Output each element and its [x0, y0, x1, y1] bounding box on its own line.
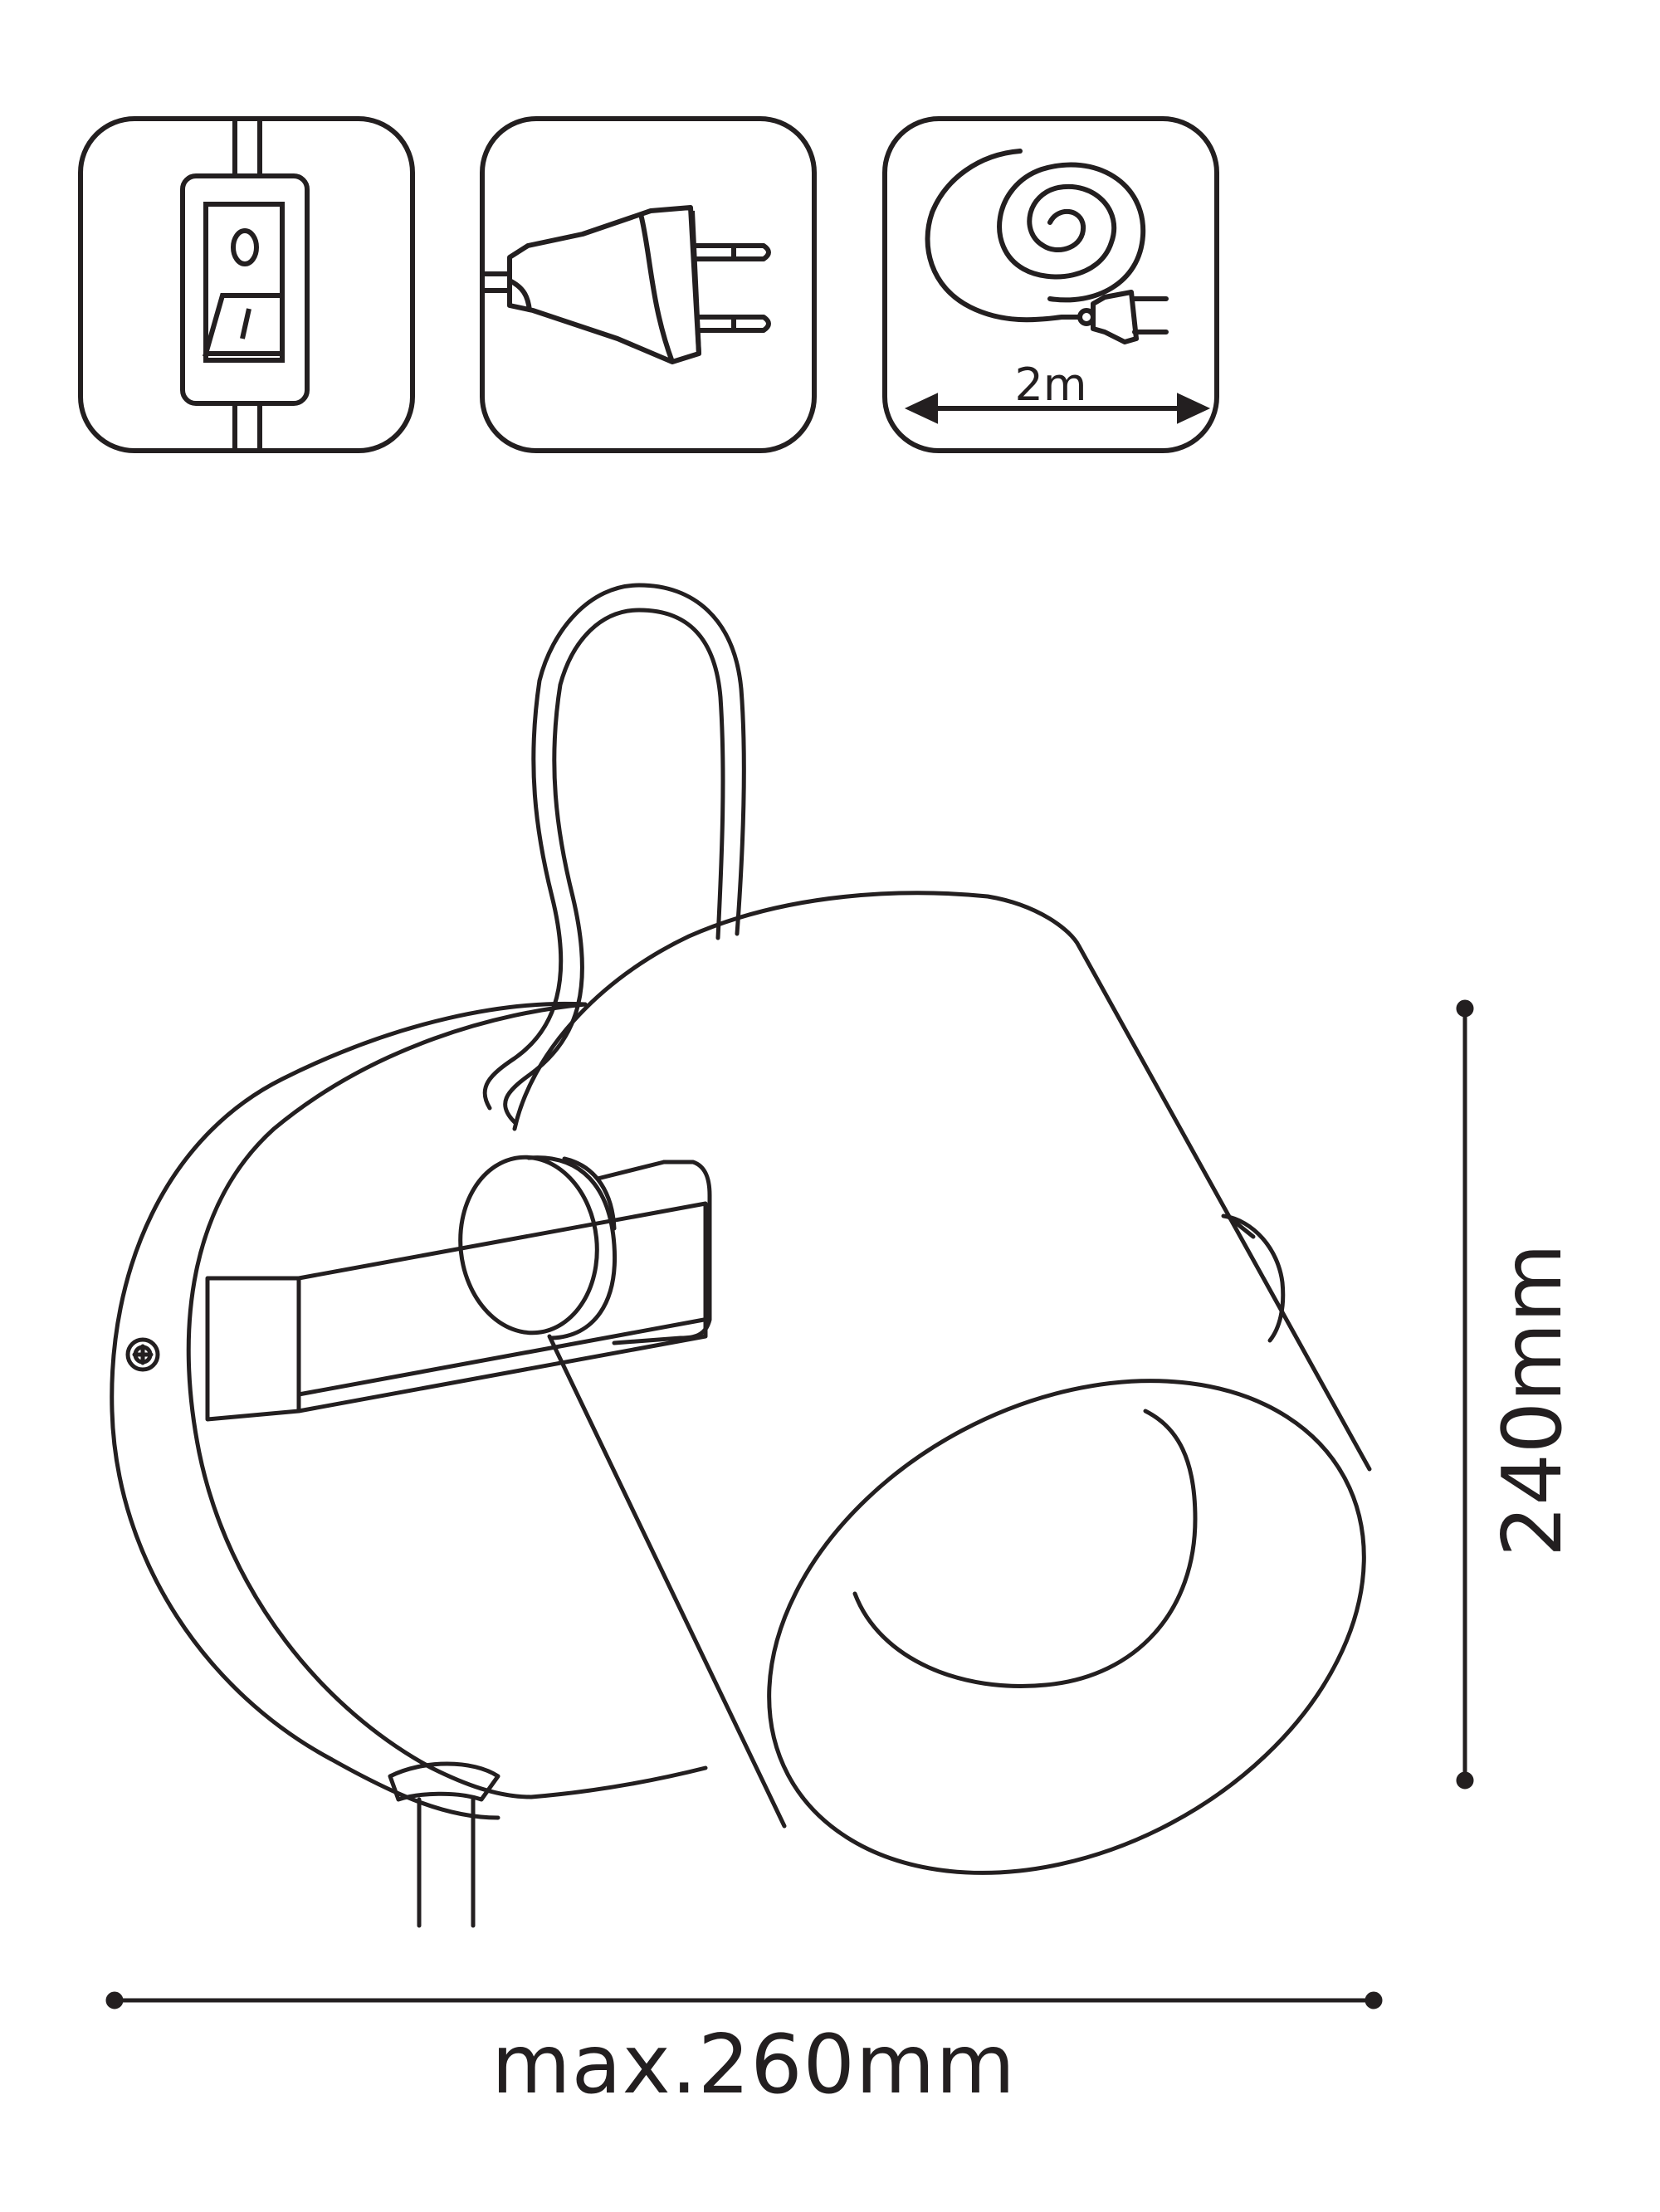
adjustment-knob — [458, 1155, 599, 1336]
switch-feature-box — [78, 116, 415, 453]
plug-feature-box — [480, 116, 817, 453]
lamp-shade — [512, 891, 1372, 1472]
width-dimension-line — [105, 1991, 1383, 2009]
width-dimension-label: max.260mm — [491, 2018, 1016, 2112]
euro-plug-icon — [485, 205, 771, 364]
shade-opening — [767, 1379, 1366, 1875]
mounting-bar — [205, 1201, 708, 1422]
cable-length-label: 2m — [1014, 359, 1087, 411]
height-dimension-line — [1456, 999, 1474, 1790]
cable-length-feature-box: 2m — [882, 116, 1219, 453]
coiled-cable-icon — [904, 149, 1211, 424]
wall-mount-disc — [110, 1001, 588, 1820]
height-dimension-label: 240mm — [1486, 1243, 1580, 1557]
power-cord — [482, 583, 746, 1111]
screw-icon — [125, 1337, 160, 1372]
rocker-switch-icon — [180, 121, 310, 448]
